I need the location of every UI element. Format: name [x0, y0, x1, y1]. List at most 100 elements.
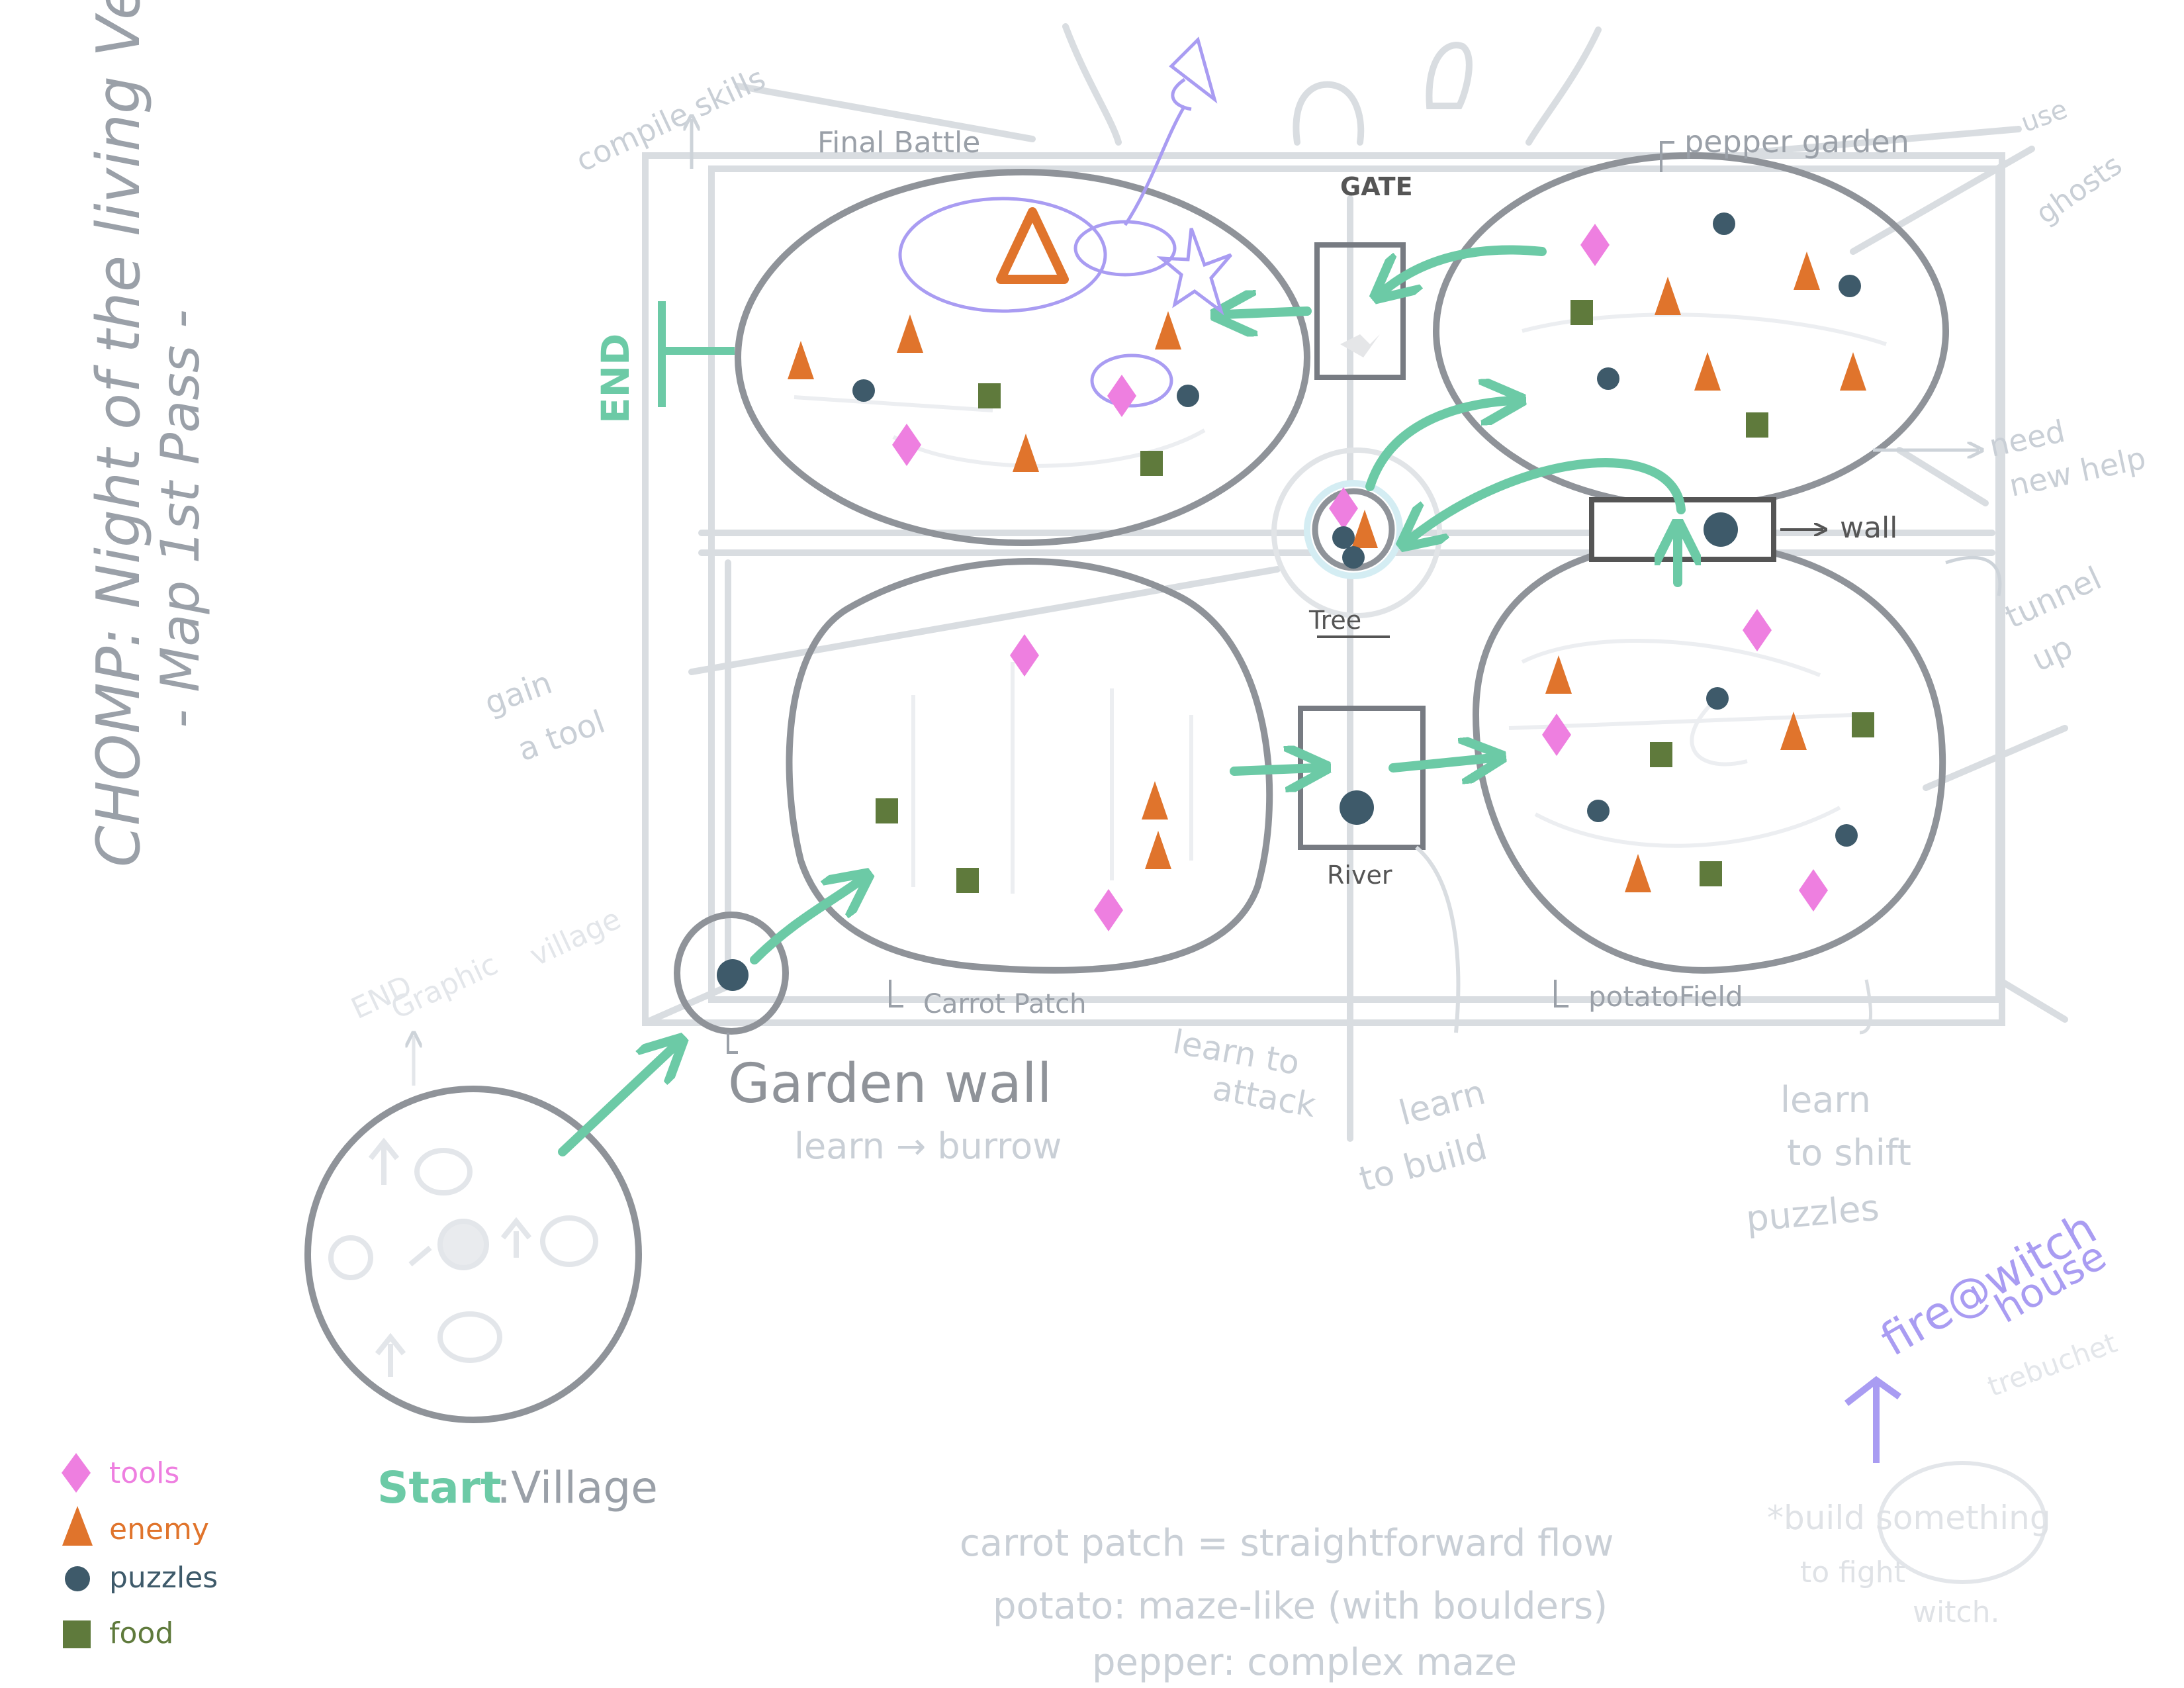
path-wall-to-carrot	[750, 880, 860, 964]
food-marker	[978, 383, 1001, 408]
final-battle-region	[735, 169, 1310, 546]
puzzle-marker	[1342, 546, 1365, 569]
legend-tools-icon	[62, 1453, 91, 1493]
potato-field-label: potatoField	[1588, 980, 1743, 1013]
tree-label: Tree	[1308, 606, 1361, 635]
puzzle-marker	[717, 959, 749, 991]
build-something-note-2: to fight	[1800, 1556, 1905, 1589]
enemy-marker	[1145, 831, 1171, 869]
path-village-to-wall	[558, 1046, 675, 1156]
title-line1: CHOMP: Night of the living Veg	[84, 0, 154, 867]
enemy-marker	[1694, 352, 1721, 391]
enemy-marker	[1013, 434, 1039, 472]
legend-puzzles-icon	[65, 1566, 90, 1591]
learn-shift-note-1: learn	[1780, 1079, 1871, 1121]
compile-skills-note: compile skills	[570, 60, 771, 179]
path-gate-to-final	[1224, 311, 1312, 314]
garden-wall-node	[674, 912, 789, 1035]
enemy-marker	[897, 314, 923, 353]
end-marker: END	[593, 301, 735, 424]
gain-a-tool-note-2: a tool	[513, 703, 610, 769]
learn-build-note-2: to build	[1355, 1128, 1491, 1200]
food-marker	[1852, 712, 1874, 737]
boss-star-icon	[1156, 228, 1232, 316]
boss-sketch	[898, 36, 1232, 408]
trebuchet-note: trebuchet	[1983, 1327, 2121, 1403]
gate-node: GATE	[1314, 172, 1413, 380]
learn-build-note-1: learn	[1395, 1073, 1490, 1134]
gain-a-tool-note-1: gain	[480, 664, 557, 722]
enemy-marker	[1545, 655, 1572, 694]
tools-marker	[1743, 609, 1772, 651]
village-doodles	[328, 1137, 598, 1377]
legend-enemy-icon	[62, 1506, 93, 1546]
village-start-label: Start	[377, 1462, 502, 1513]
flow-note-potato: potato: maze-like (with boulders)	[993, 1585, 1608, 1628]
carrot-patch-label: Carrot Patch	[923, 989, 1086, 1019]
river-label: River	[1327, 861, 1392, 890]
puzzle-marker	[1177, 385, 1199, 407]
puzzle-marker	[1706, 687, 1729, 710]
build-something-note-1: *build something	[1767, 1499, 2051, 1537]
tools-marker	[1799, 869, 1828, 912]
enemy-marker	[1142, 781, 1168, 820]
puzzle-marker	[1587, 800, 1610, 822]
enemy-marker	[1155, 311, 1181, 350]
learn-burrow-note: learn → burrow	[794, 1125, 1062, 1167]
end-label: END	[593, 334, 638, 424]
learn-attack-note-2: attack	[1210, 1069, 1319, 1125]
tools-marker	[1329, 487, 1358, 530]
enemy-marker	[1780, 712, 1807, 750]
puzzle-marker	[1839, 275, 1861, 297]
learn-shift-note-2: to shift	[1787, 1132, 1911, 1174]
legend: tools enemy puzzles food	[62, 1453, 218, 1650]
tools-marker	[1107, 375, 1136, 417]
use-ghosts-note-1: use	[2017, 94, 2071, 138]
puzzle-marker	[1713, 212, 1735, 235]
pepper-garden-label: pepper garden	[1684, 124, 1909, 160]
garden-wall-label: Garden wall	[728, 1053, 1052, 1115]
enemy-marker	[1351, 510, 1378, 548]
gate-label: GATE	[1340, 172, 1413, 201]
puzzle-marker	[852, 379, 875, 402]
village-name-label: :Village	[496, 1462, 658, 1513]
village-region	[304, 1086, 642, 1423]
enemy-marker	[1655, 277, 1681, 315]
food-marker	[1700, 861, 1722, 886]
tools-marker	[1580, 224, 1610, 266]
region-markers	[717, 207, 1874, 991]
end-graphic-note-2: Graphic	[386, 947, 503, 1026]
enemy-marker	[1625, 854, 1651, 892]
tunnel-up-note-1: tunnel	[1999, 559, 2107, 635]
legend-tools-label: tools	[109, 1456, 179, 1490]
boss-enemy-marker	[996, 207, 1069, 284]
path-carrot-to-river	[1230, 768, 1317, 771]
wall-label: wall	[1840, 511, 1897, 545]
path-wall-to-tree	[1410, 458, 1686, 539]
legend-enemy-label: enemy	[109, 1513, 209, 1546]
path-arrows	[558, 245, 1686, 1156]
tunnel-up-note-2: up	[2026, 628, 2078, 679]
puzzle-marker	[1597, 367, 1619, 390]
tools-marker	[1094, 889, 1123, 931]
food-marker	[876, 798, 898, 823]
enemy-marker	[1794, 252, 1820, 290]
food-marker	[1140, 451, 1163, 476]
puzzle-marker	[1835, 824, 1858, 847]
carrot-patch-region	[786, 557, 1273, 974]
region-texture	[794, 312, 1887, 894]
tools-marker	[1010, 634, 1039, 677]
food-marker	[1570, 300, 1593, 325]
legend-food-label: food	[109, 1617, 173, 1650]
region-outlines	[304, 152, 1949, 1423]
final-battle-label: Final Battle	[817, 126, 980, 160]
potato-field-region	[1472, 539, 1946, 974]
title-line2: - Map 1st Pass -	[150, 309, 211, 728]
tools-marker	[892, 424, 921, 466]
learn-shift-note-3: puzzles	[1745, 1187, 1881, 1240]
path-tree-to-pepper	[1365, 400, 1512, 491]
tools-marker	[1542, 714, 1571, 756]
river-puzzle-marker	[1340, 790, 1374, 825]
flow-note-carrot: carrot patch = straightforward flow	[960, 1522, 1614, 1565]
